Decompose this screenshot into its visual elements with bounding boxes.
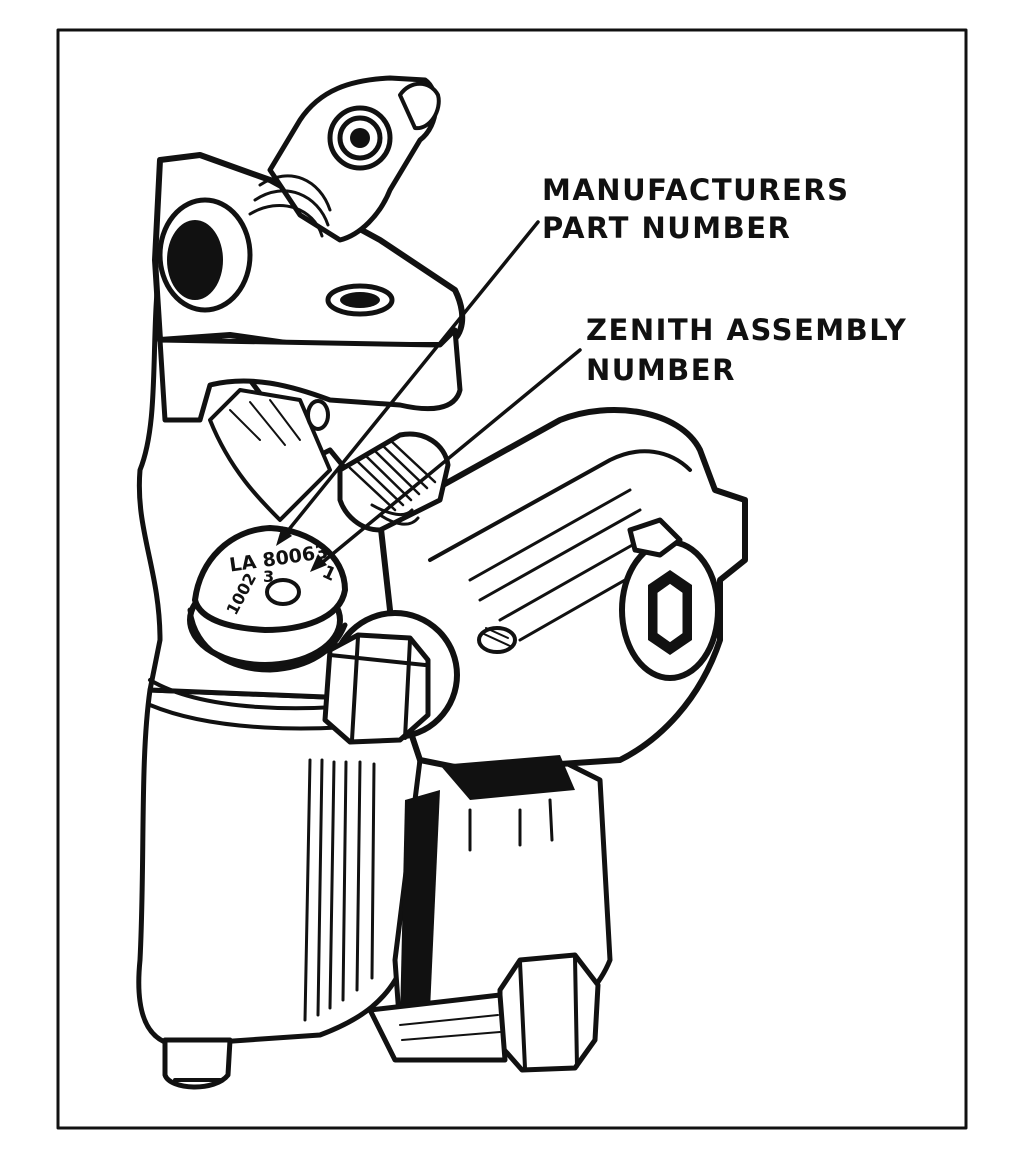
label-manufacturers: MANUFACTURERS (542, 173, 850, 207)
stamp-assembly-middle: 3 (263, 567, 274, 586)
part-number-leader (280, 220, 540, 540)
figure-border (56, 28, 968, 1130)
identification-disc: LA 80063 1 3 1002 (148, 525, 412, 731)
throttle-linkage (248, 75, 441, 243)
carburetor-body (136, 687, 613, 1090)
label-part-number: PART NUMBER (542, 211, 791, 245)
leader-lines (276, 220, 582, 572)
assembly-arrowhead (310, 554, 327, 572)
assembly-leader (316, 348, 582, 568)
hex-nut (322, 610, 460, 745)
label-zenith-assembly: ZENITH ASSEMBLY (586, 313, 907, 347)
label-number: NUMBER (586, 353, 736, 387)
part-number-arrowhead (276, 526, 292, 546)
bowl-cover (377, 407, 748, 852)
